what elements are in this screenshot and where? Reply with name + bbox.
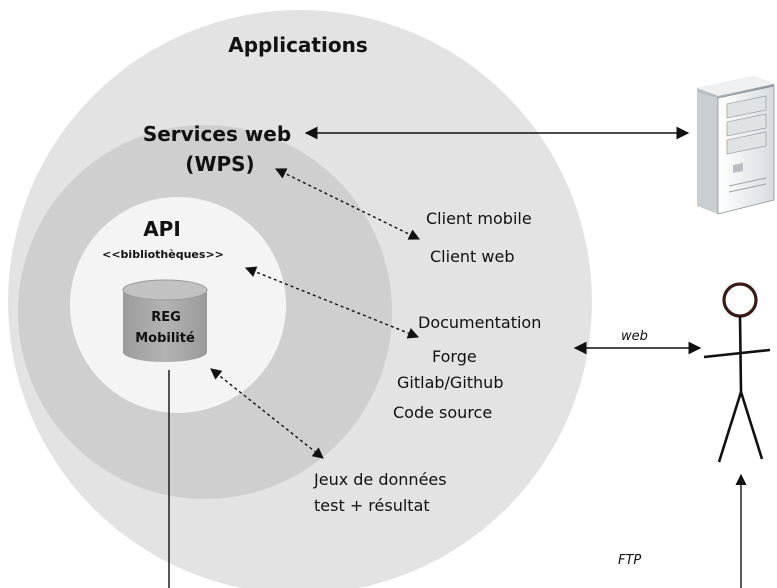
bibliotheques-label: <<bibliothèques>>	[102, 248, 224, 261]
code-source-label: Code source	[393, 403, 492, 422]
ftp-link-label: FTP	[618, 553, 641, 568]
web-link-label: web	[621, 329, 648, 344]
client-web-label: Client web	[430, 247, 515, 266]
jeux-de-donnees-label: Jeux de données	[313, 470, 447, 489]
stick-figure-user-icon	[703, 282, 771, 463]
forge-label: Forge	[432, 347, 477, 366]
wps-clients-dashed-arrow	[274, 168, 421, 240]
test-resultat-label: test + résultat	[314, 496, 430, 515]
api-label: API	[143, 217, 181, 241]
wps-label: (WPS)	[185, 152, 254, 176]
applications-label: Applications	[228, 33, 367, 57]
database-label-mobilite: Mobilité	[135, 331, 195, 346]
api-documentation-dashed-arrow	[244, 266, 420, 339]
desktop-tower-computer-icon	[697, 76, 775, 215]
database-label-reg: REG	[151, 310, 181, 325]
client-mobile-label: Client mobile	[426, 209, 532, 228]
services-web-label: Services web	[143, 122, 291, 146]
documentation-label: Documentation	[418, 313, 541, 332]
database-cylinder-icon	[122, 279, 208, 362]
gitlab-github-label: Gitlab/Github	[397, 373, 503, 392]
